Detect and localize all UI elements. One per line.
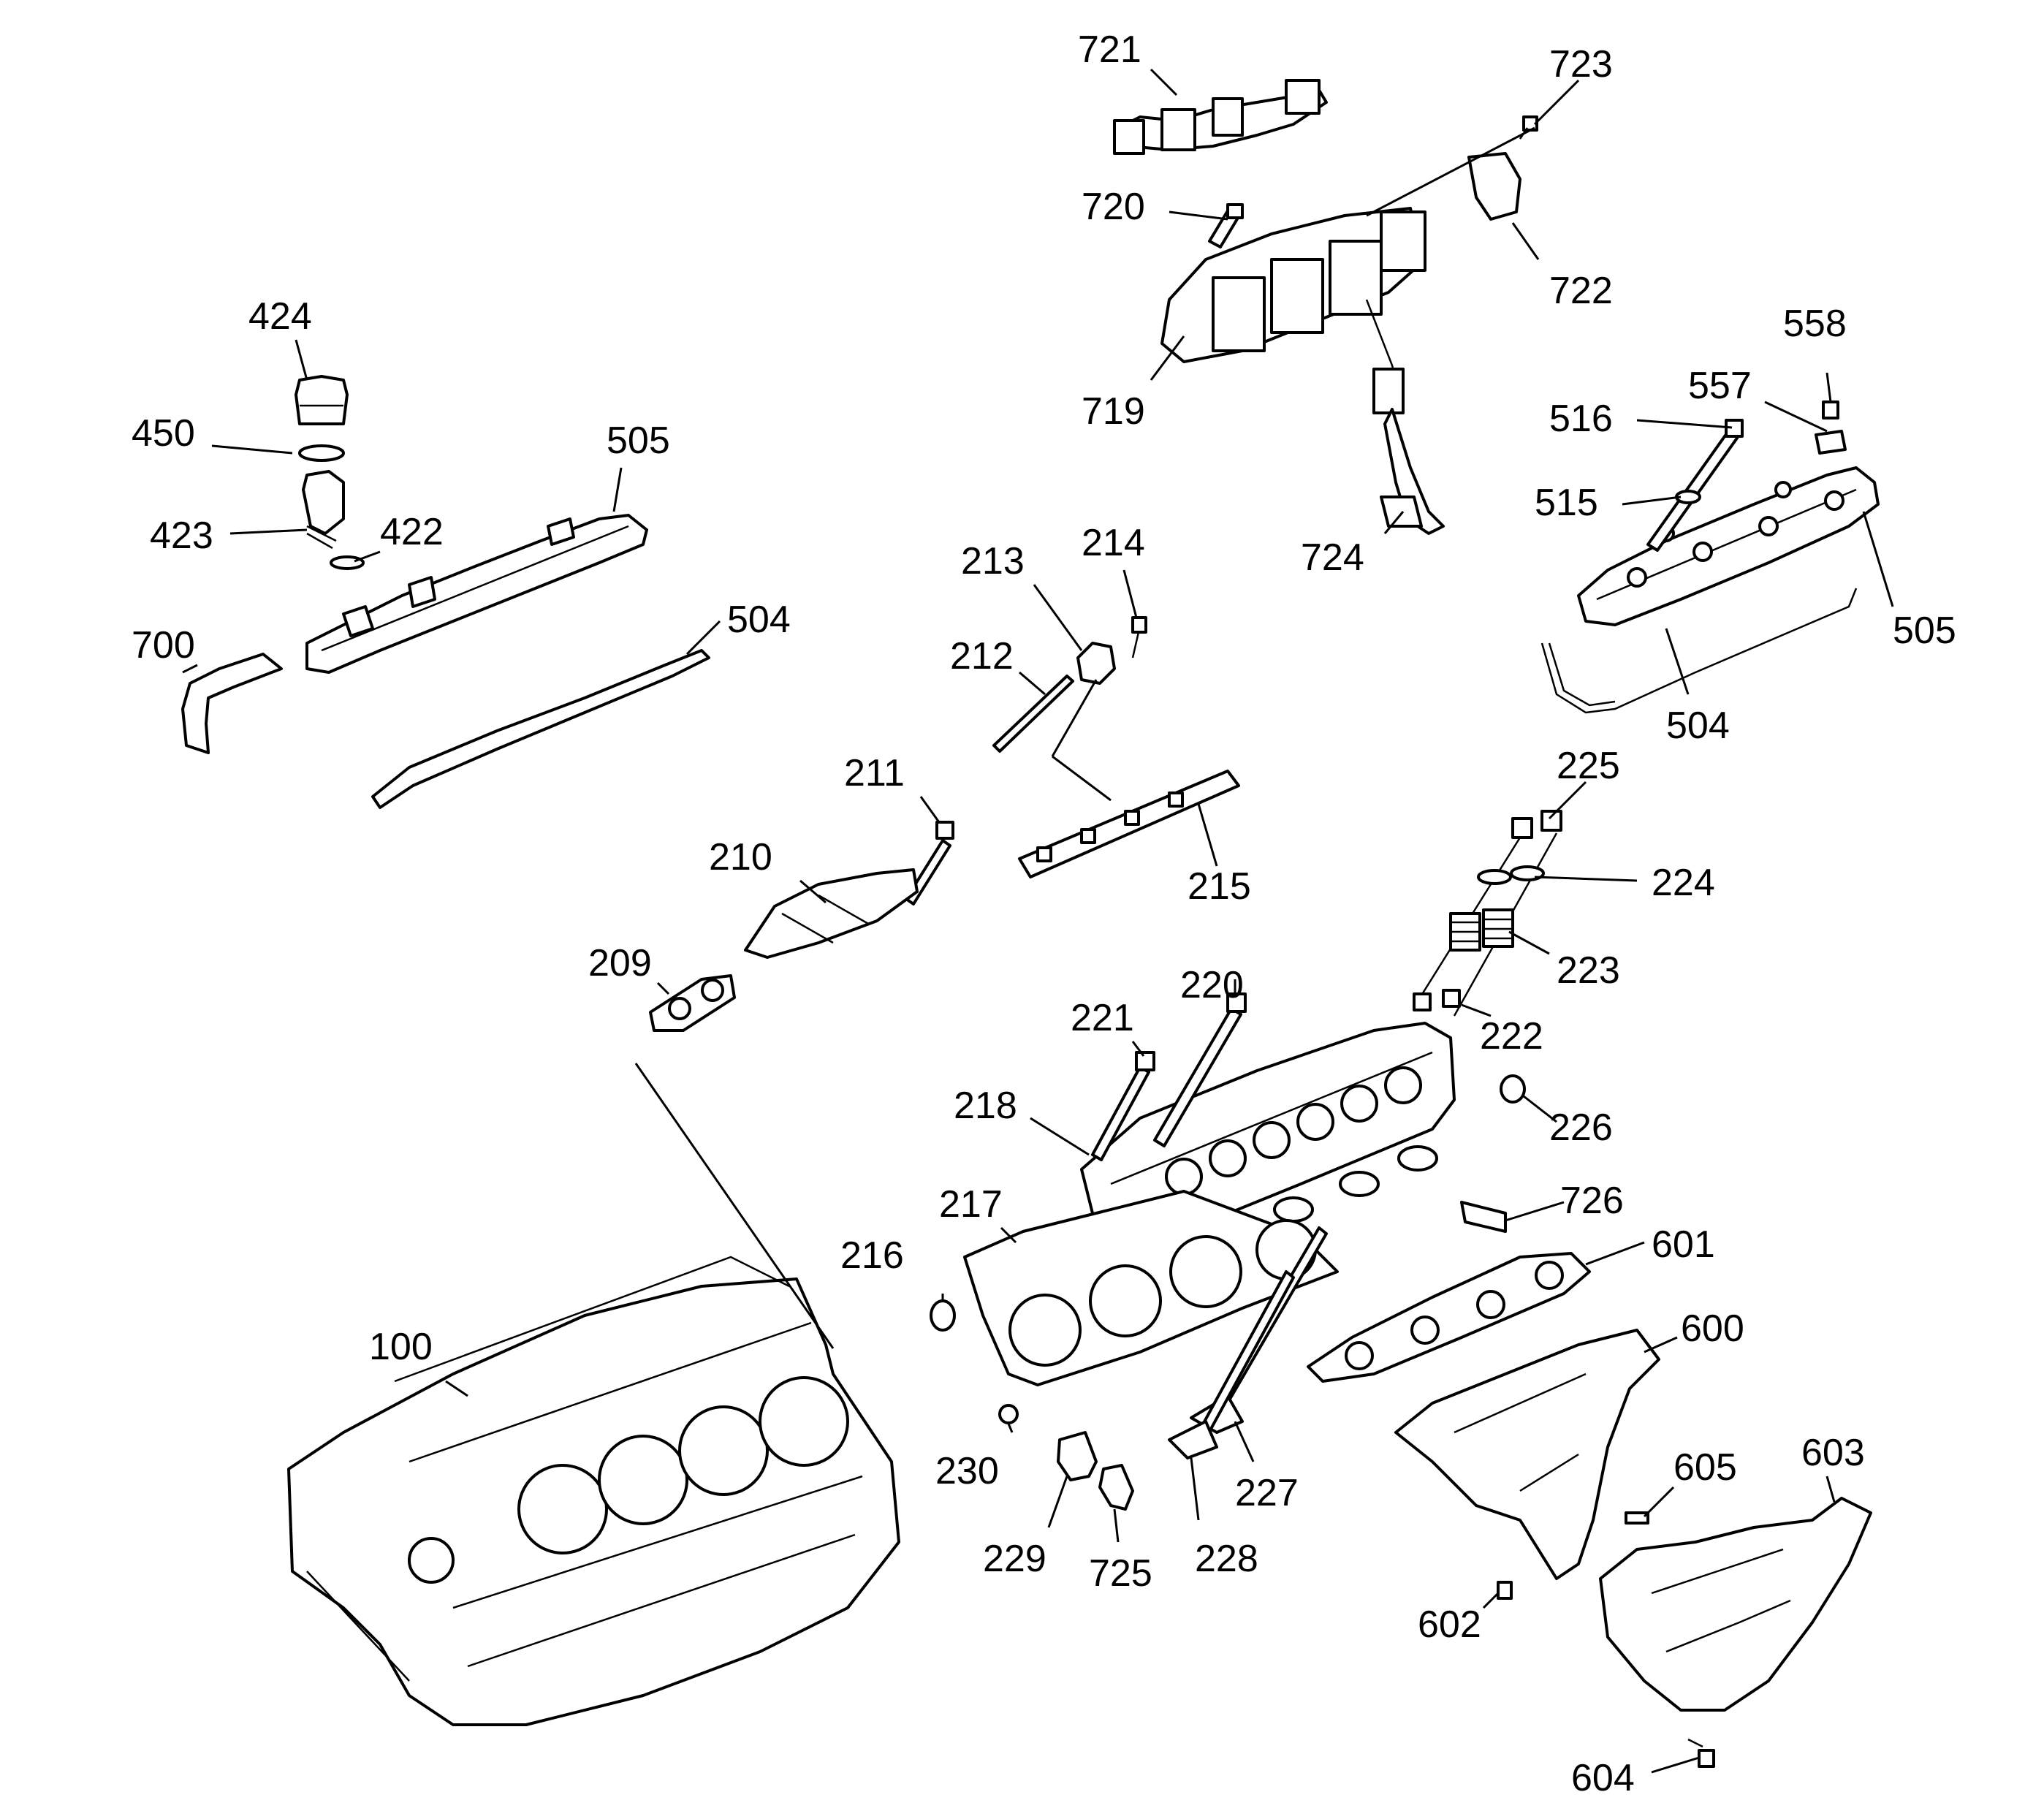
pcv-hose-700 — [181, 653, 283, 754]
oil-fill-tube-423 — [302, 470, 345, 550]
pushrod-212 — [992, 675, 1074, 753]
callout-504-left: 504 — [727, 599, 791, 641]
callout-100: 100 — [369, 1326, 433, 1368]
callout-516: 516 — [1549, 398, 1613, 440]
callout-222: 222 — [1480, 1015, 1543, 1058]
callout-450: 450 — [132, 412, 195, 455]
seal-422 — [330, 555, 365, 570]
gasket-left-504 — [371, 649, 710, 809]
callout-423: 423 — [150, 515, 213, 557]
callout-210: 210 — [709, 836, 772, 878]
callout-216: 216 — [840, 1234, 904, 1277]
callout-723: 723 — [1549, 43, 1613, 86]
callout-504-right: 504 — [1666, 705, 1730, 747]
oil-fill-cap-424 — [295, 375, 349, 425]
callout-721: 721 — [1078, 29, 1141, 71]
plug-216 — [930, 1299, 956, 1332]
callout-515: 515 — [1535, 482, 1598, 524]
callout-226: 226 — [1549, 1106, 1613, 1149]
pivot-support-215 — [1018, 770, 1240, 878]
callout-722: 722 — [1549, 270, 1613, 312]
callout-224: 224 — [1652, 862, 1715, 904]
callout-225: 225 — [1557, 745, 1620, 787]
callout-422: 422 — [380, 511, 444, 553]
callout-209: 209 — [588, 942, 652, 984]
gasket-right-504 — [1540, 588, 1858, 714]
stud-558 — [1822, 400, 1839, 419]
callout-217: 217 — [939, 1183, 1003, 1226]
callout-601: 601 — [1652, 1223, 1715, 1266]
callout-215: 215 — [1188, 865, 1251, 908]
retainer-225 — [1511, 810, 1562, 839]
exhaust-gasket-601 — [1307, 1252, 1591, 1383]
callout-724: 724 — [1301, 536, 1364, 579]
leader-lines — [182, 68, 1894, 1774]
sensor-725 — [1098, 1464, 1134, 1511]
lifter-guide-209 — [649, 974, 736, 1032]
callout-229: 229 — [983, 1538, 1046, 1580]
rocker-213 — [1076, 642, 1116, 685]
valve-spring-223 — [1449, 908, 1514, 952]
callout-557: 557 — [1688, 365, 1752, 407]
callout-214: 214 — [1082, 522, 1145, 564]
valve-228 — [1168, 1270, 1295, 1459]
callout-211: 211 — [844, 752, 905, 794]
sensor-726 — [1460, 1201, 1507, 1233]
callout-230: 230 — [935, 1450, 999, 1492]
bolt-720 — [1208, 203, 1244, 248]
callout-213: 213 — [961, 540, 1025, 582]
callout-603: 603 — [1801, 1432, 1865, 1474]
head-bolt-220 — [1153, 992, 1247, 1147]
callout-227: 227 — [1235, 1472, 1299, 1514]
callout-223: 223 — [1557, 949, 1620, 992]
rocker-arms-210 — [744, 868, 919, 959]
exhaust-manifold-603 — [1599, 1497, 1872, 1712]
valve-cover-right-505 — [1577, 466, 1880, 626]
plug-229 — [1057, 1431, 1098, 1481]
coil-module-719 — [1160, 207, 1426, 363]
bolt-604 — [1687, 1738, 1715, 1768]
callout-602: 602 — [1418, 1603, 1481, 1646]
callout-600: 600 — [1681, 1307, 1744, 1350]
coil-bracket-722 — [1467, 152, 1521, 221]
valve-cover-left-505 — [305, 514, 648, 674]
coil-harness-721 — [1113, 79, 1328, 155]
callout-212: 212 — [950, 635, 1014, 677]
callout-505-left: 505 — [607, 419, 670, 462]
plug-230 — [998, 1404, 1019, 1424]
callout-221: 221 — [1071, 997, 1134, 1039]
callout-558: 558 — [1783, 303, 1847, 345]
callout-220: 220 — [1180, 964, 1244, 1006]
callouts: 721 723 720 722 719 724 424 450 505 423 … — [132, 29, 1956, 1799]
engine-block-100 — [287, 1256, 900, 1726]
callout-424: 424 — [248, 295, 312, 338]
callout-719: 719 — [1082, 390, 1145, 433]
callout-700: 700 — [132, 624, 195, 667]
callout-505-right: 505 — [1893, 610, 1956, 652]
valve-seal-222 — [1413, 989, 1461, 1011]
head-bolt-221 — [1091, 1051, 1155, 1161]
stud-605 — [1625, 1511, 1649, 1525]
spring-cap-224 — [1477, 865, 1545, 885]
callout-726: 726 — [1560, 1180, 1624, 1222]
callout-228: 228 — [1195, 1538, 1258, 1580]
callout-604: 604 — [1571, 1757, 1635, 1799]
exhaust-manifold-600 — [1394, 1329, 1660, 1580]
seal-450 — [298, 444, 345, 462]
callout-605: 605 — [1673, 1446, 1737, 1489]
callout-725: 725 — [1089, 1552, 1152, 1595]
bolt-602 — [1497, 1581, 1513, 1600]
callout-218: 218 — [954, 1085, 1017, 1127]
grommet-557 — [1815, 430, 1847, 455]
rocker-bolt-214 — [1131, 616, 1147, 658]
callout-720: 720 — [1082, 186, 1145, 228]
plug-226 — [1500, 1074, 1526, 1104]
spark-plug-wire-724 — [1365, 299, 1445, 535]
